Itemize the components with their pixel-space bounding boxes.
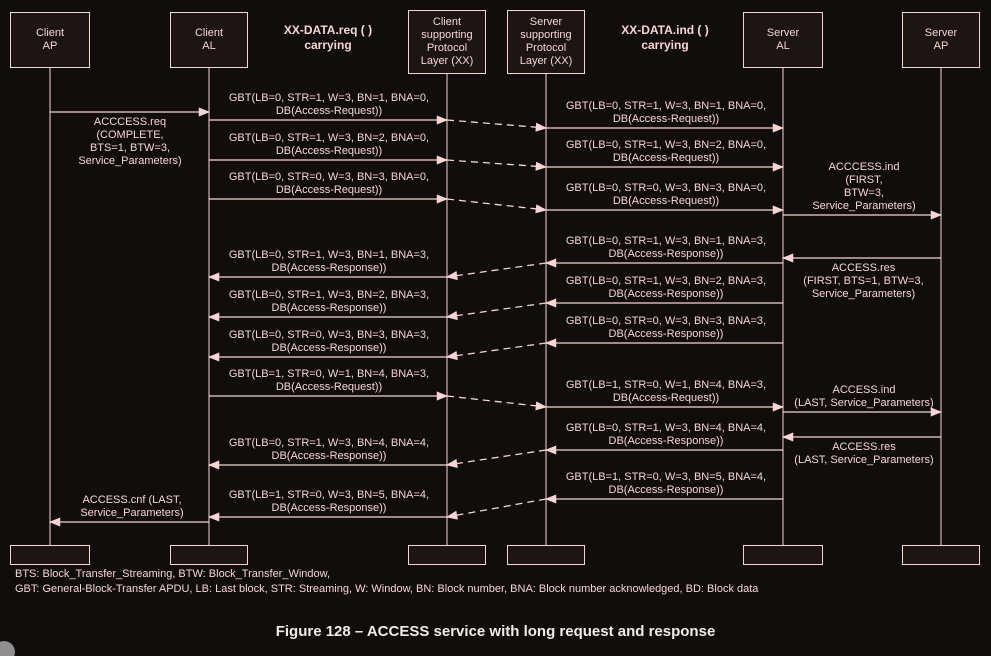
msg-gbt-resp-bn3-client: GBT(LB=0, STR=0, W=3, BN=3, BNA=3, DB(Ac… (228, 329, 430, 354)
msg-gbt-req-bn4-client: GBT(LB=1, STR=0, W=1, BN=4, BNA=3, DB(Ac… (228, 368, 430, 393)
msg-gbt-resp-bn2-server: GBT(LB=0, STR=1, W=3, BN=2, BNA=3, DB(Ac… (565, 275, 767, 300)
figure-caption: Figure 128 – ACCESS service with long re… (275, 623, 716, 640)
dashed-req-2 (446, 159, 548, 171)
message-arrows (48, 107, 943, 527)
corner-dot (0, 641, 15, 656)
msg-gbt-req-bn3-client: GBT(LB=0, STR=0, W=3, BN=3, BNA=0, DB(Ac… (228, 171, 430, 196)
lifeline-label: Client AL (194, 27, 224, 52)
dashed-resp-3 (445, 342, 547, 361)
msg-gbt-resp-bn5-server: GBT(LB=1, STR=0, W=3, BN=5, BNA=4, DB(Ac… (565, 471, 767, 496)
msg-gbt-resp-bn1-client: GBT(LB=0, STR=1, W=3, BN=1, BNA=3, DB(Ac… (228, 249, 430, 274)
lifeline-label: Client AP (35, 27, 65, 52)
lifeline-head-client-pl: Client supporting Protocol Layer (XX) (408, 10, 486, 74)
legend-line-1: BTS: Block_Transfer_Streaming, BTW: Bloc… (15, 568, 331, 580)
msg-gbt-resp-bn2-client: GBT(LB=0, STR=1, W=3, BN=2, BNA=3, DB(Ac… (228, 289, 430, 314)
dashed-resp-1 (445, 262, 547, 281)
msg-gbt-resp-bn3-server: GBT(LB=0, STR=0, W=3, BN=3, BNA=3, DB(Ac… (565, 315, 767, 340)
msg-gbt-req-bn4-server: GBT(LB=1, STR=0, W=1, BN=4, BNA=3, DB(Ac… (565, 379, 767, 404)
lifeline-foot-client-pl (408, 545, 486, 565)
lifeline-label: Server AL (766, 27, 800, 52)
dashed-resp-5 (445, 498, 547, 520)
lifeline-label: Server AP (924, 27, 958, 52)
msg-access-req: ACCCESS.req (COMPLETE, BTS=1, BTW=3, Ser… (78, 116, 182, 167)
msg-gbt-resp-bn5-client: GBT(LB=1, STR=0, W=3, BN=5, BNA=4, DB(Ac… (228, 489, 430, 514)
lifeline-head-client-al: Client AL (170, 12, 248, 68)
msg-access-cnf: ACCESS.cnf (LAST, Service_Parameters) (80, 494, 184, 519)
lifeline-foot-server-al (743, 545, 823, 565)
msg-gbt-resp-bn4-server: GBT(LB=0, STR=1, W=3, BN=4, BNA=4, DB(Ac… (565, 422, 767, 447)
lifeline-foot-client-ap (10, 545, 90, 565)
lifeline-foot-server-pl (507, 545, 585, 565)
msg-gbt-req-bn2-server: GBT(LB=0, STR=1, W=3, BN=2, BNA=0, DB(Ac… (565, 139, 767, 164)
lifeline-foot-server-ap (902, 545, 980, 565)
dashed-req-4 (446, 395, 548, 411)
msg-gbt-resp-bn1-server: GBT(LB=0, STR=1, W=3, BN=1, BNA=3, DB(Ac… (565, 235, 767, 260)
msg-access-res-last: ACCESS.res (LAST, Service_Parameters) (794, 441, 934, 466)
msg-gbt-req-bn1-server: GBT(LB=0, STR=1, W=3, BN=1, BNA=0, DB(Ac… (565, 100, 767, 125)
msg-gbt-req-bn3-server: GBT(LB=0, STR=0, W=3, BN=3, BNA=0, DB(Ac… (565, 182, 767, 207)
lifeline-foot-client-al (170, 545, 248, 565)
lifeline-head-server-al: Server AL (743, 12, 823, 68)
lifeline-label: Server supporting Protocol Layer (XX) (519, 16, 573, 67)
dashed-req-3 (446, 198, 548, 214)
dashed-req-1 (446, 119, 548, 132)
msg-gbt-req-bn2-client: GBT(LB=0, STR=1, W=3, BN=2, BNA=0, DB(Ac… (228, 132, 430, 157)
lifeline-head-server-ap: Server AP (902, 12, 980, 68)
dashed-resp-2 (445, 302, 547, 321)
lifelines (49, 68, 942, 545)
legend-line-2: GBT: General-Block-Transfer APDU, LB: La… (15, 583, 759, 595)
msg-access-ind-last: ACCESS.ind (LAST, Service_Parameters) (794, 384, 934, 409)
msg-access-res-first: ACCESS.res (FIRST, BTS=1, BTW=3, Service… (803, 262, 924, 300)
lifeline-head-server-pl: Server supporting Protocol Layer (XX) (507, 10, 585, 74)
msg-gbt-req-bn1-client: GBT(LB=0, STR=1, W=3, BN=1, BNA=0, DB(Ac… (228, 92, 430, 117)
msg-gbt-resp-bn4-client: GBT(LB=0, STR=1, W=3, BN=4, BNA=4, DB(Ac… (228, 437, 430, 462)
network-transfer-arrows (445, 119, 548, 520)
column-header-xx-data-req: XX-DATA.req ( ) carrying (283, 23, 373, 52)
dashed-resp-4 (445, 449, 547, 468)
lifeline-head-client-ap: Client AP (10, 12, 90, 68)
column-header-xx-data-ind: XX-DATA.ind ( ) carrying (621, 23, 709, 52)
msg-access-ind-first: ACCCESS.ind (FIRST, BTW=3, Service_Param… (812, 161, 916, 212)
lifeline-label: Client supporting Protocol Layer (XX) (420, 16, 474, 67)
